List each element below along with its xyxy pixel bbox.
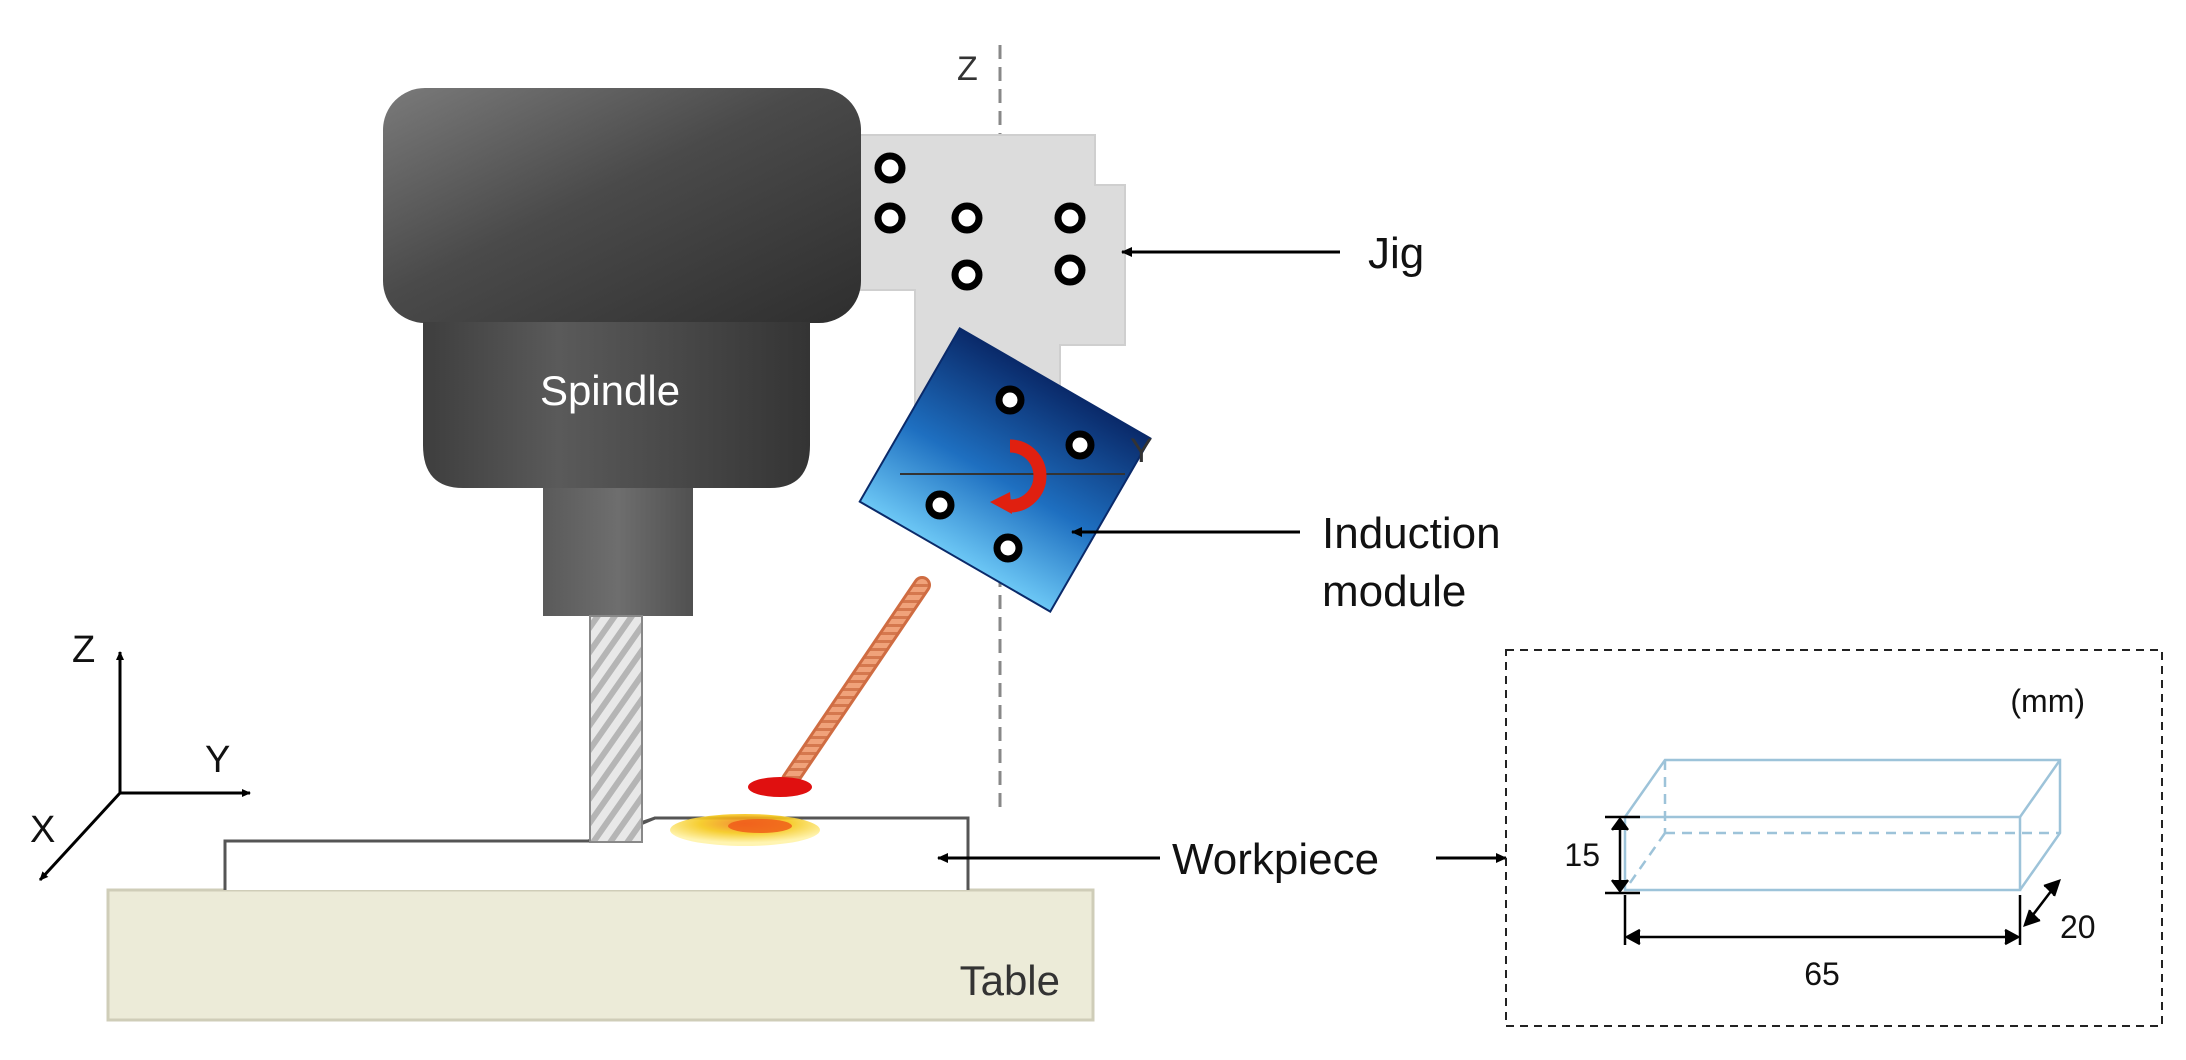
jig-label: Jig	[1368, 229, 1424, 278]
dimension-length	[1623, 895, 2022, 946]
workpiece-dimensions-inset	[1505, 649, 2163, 1027]
induction-module	[858, 327, 1152, 613]
jig	[859, 134, 1126, 441]
coord-x-label: X	[30, 809, 55, 851]
dimension-width	[2023, 879, 2061, 927]
dimension-unit-label: (mm)	[2010, 683, 2085, 719]
dimension-width-label: 20	[2060, 909, 2096, 945]
jig-axis-z-label: Z	[957, 50, 978, 88]
coordinate-system	[38, 651, 251, 882]
dimension-length-label: 65	[1804, 956, 1840, 992]
induction-coil	[748, 576, 931, 797]
coord-y-label: Y	[205, 739, 230, 781]
workpiece-label: Workpiece	[1172, 835, 1379, 884]
induction-module-label-line1: Induction	[1322, 509, 1501, 558]
induction-module-label-line2: module	[1322, 567, 1466, 616]
dimension-height	[1605, 815, 1640, 895]
module-axis-y-label: Y	[1130, 432, 1153, 470]
workpiece-box	[1623, 758, 2062, 892]
rotation-arrow-icon	[990, 439, 1047, 514]
jig-bolt-holes	[874, 152, 1086, 291]
table	[106, 888, 1095, 1022]
coord-z-label: Z	[72, 629, 95, 671]
dimension-height-label: 15	[1564, 837, 1600, 873]
table-label: Table	[960, 957, 1060, 1004]
module-bolt-holes	[925, 385, 1095, 563]
spindle	[383, 88, 861, 843]
heat-zone	[670, 814, 820, 846]
spindle-label: Spindle	[540, 367, 680, 414]
